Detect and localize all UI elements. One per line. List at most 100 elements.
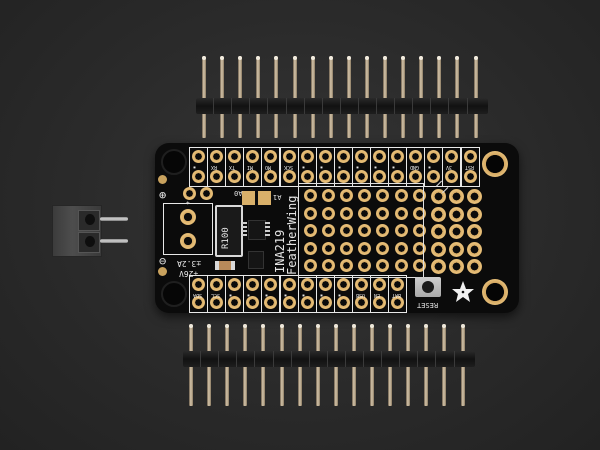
pin-outline (279, 275, 299, 313)
header-pin (274, 56, 279, 138)
proto-hole (466, 206, 482, 222)
pin-label: GND (410, 164, 420, 170)
pin-outline (315, 147, 335, 187)
header-pad (336, 170, 350, 183)
header-pad (445, 150, 459, 163)
terminal-plus-label: + (186, 200, 190, 207)
mounting-hole-bottom-left (161, 281, 187, 307)
header-pad (246, 278, 260, 291)
pin-label: SCK (283, 164, 293, 170)
proto-hole (448, 224, 464, 240)
header-pad (391, 278, 405, 291)
regulator-chip (248, 251, 264, 269)
proto-hole (304, 224, 317, 238)
proto-hole (322, 206, 336, 220)
chip-lead (242, 226, 247, 228)
pin-outline (388, 275, 408, 313)
plus-symbol: ⊕ (159, 188, 167, 202)
pin-label: ▪ (319, 164, 323, 170)
header-pad (282, 170, 296, 183)
header-pad (210, 296, 224, 309)
proto-hole (430, 241, 446, 257)
proto-hole (304, 206, 317, 220)
pin-outline (370, 147, 389, 187)
proto-hole (322, 224, 336, 238)
pin-outline (351, 147, 371, 187)
current-rating: ±3.2A (177, 259, 202, 268)
header-pad (463, 150, 477, 163)
header-pin (473, 56, 478, 138)
pin-label: ▪ (265, 292, 269, 298)
pin-label: ▪ (229, 292, 233, 298)
pin-outline (333, 275, 353, 313)
pin-label: SCL (211, 292, 221, 298)
silk-line (298, 183, 299, 279)
header-pad (373, 296, 386, 309)
vin-minus-pad (200, 187, 213, 200)
terminal-footprint (163, 203, 213, 255)
header-pad (409, 170, 423, 183)
proto-hole (376, 206, 390, 220)
proto-hole (394, 189, 408, 202)
terminal-pin-2 (100, 239, 128, 243)
header-pad (192, 296, 205, 309)
pin-outline (189, 147, 208, 187)
proto-hole (448, 206, 464, 222)
pin-label: ▪ (337, 164, 341, 170)
screw-terminal-block (52, 205, 128, 257)
header-pin (346, 56, 351, 138)
mounting-hole-bottom-right (482, 279, 508, 305)
jumper-a1-pad (258, 191, 271, 205)
silk-line (423, 183, 424, 279)
proto-hole (394, 206, 408, 220)
pin-label: RST (464, 164, 474, 170)
jumper-a1-label: A1 (273, 193, 282, 201)
header-pin (238, 56, 243, 138)
header-pad (228, 296, 242, 309)
adafruit-logo-icon (451, 280, 475, 304)
proto-hole (376, 241, 390, 255)
pin-outline (333, 147, 353, 187)
pin-label: ▪ (301, 292, 305, 298)
header-pad (463, 170, 477, 183)
pin-label: EN (374, 292, 381, 298)
header-pad (228, 150, 242, 163)
mounting-hole-top-left (161, 149, 187, 175)
chip-lead (265, 226, 270, 228)
header-pad (427, 150, 441, 163)
terminal-pin-1 (100, 217, 128, 221)
header-pad (210, 170, 224, 183)
proto-hole (304, 241, 317, 255)
pin-label: MI (247, 164, 254, 170)
reset-button-cap (422, 281, 434, 293)
header-pad (264, 278, 278, 291)
proto-hole (358, 241, 372, 255)
minus-symbol: ⊖ (159, 254, 167, 268)
header-pad (336, 296, 350, 309)
header-pin (310, 56, 315, 138)
proto-hole (466, 224, 482, 240)
proto-hole (358, 189, 372, 202)
header-pad (264, 296, 278, 309)
header-pad (373, 150, 386, 163)
proto-hole (340, 241, 354, 255)
header-pad (373, 278, 386, 291)
header-pad (445, 170, 459, 183)
proto-hole (466, 241, 482, 257)
reset-button[interactable] (415, 277, 441, 297)
header-pin (328, 56, 333, 138)
proto-hole (358, 259, 372, 273)
pin-outline (460, 147, 480, 187)
proto-hole (430, 189, 446, 204)
proto-hole (466, 189, 482, 204)
header-pin (292, 56, 297, 138)
header-pad (192, 150, 205, 163)
header-pad (318, 278, 332, 291)
header-pad (246, 150, 260, 163)
top-pin-header (196, 56, 488, 140)
header-pad (192, 170, 205, 183)
pin-label: USB (355, 292, 365, 298)
header-pad (300, 150, 314, 163)
proto-hole (412, 259, 426, 273)
